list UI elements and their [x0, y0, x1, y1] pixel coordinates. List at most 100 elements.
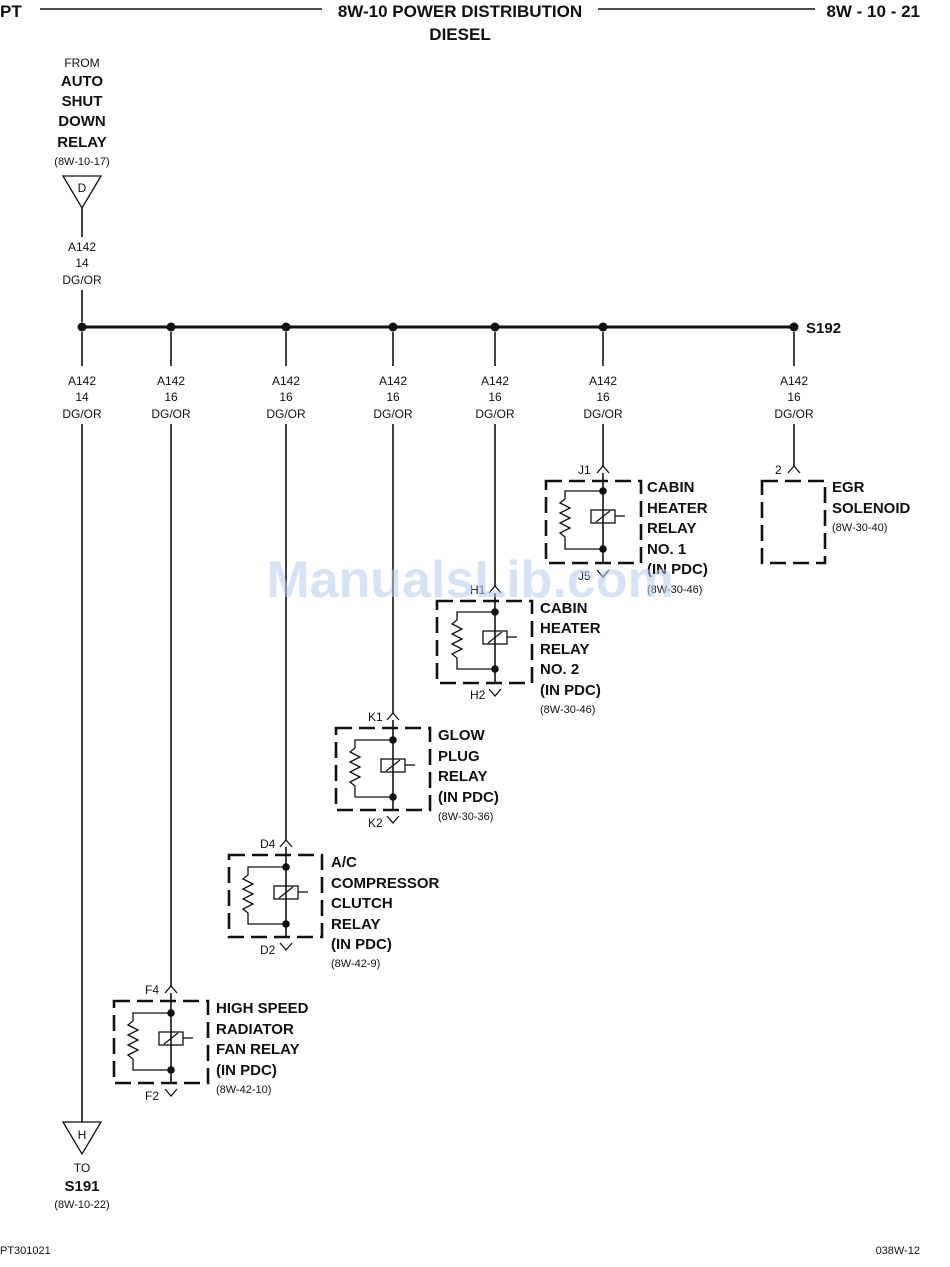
- relay-name-line: PLUG: [438, 748, 480, 765]
- connector-arrow: [279, 942, 293, 951]
- destination-name: S191: [64, 1178, 99, 1195]
- branch-color: DG/OR: [62, 407, 102, 421]
- branch-circuit: A142: [481, 374, 509, 388]
- branch-circuit: A142: [780, 374, 808, 388]
- connector-d-symbol: [61, 175, 103, 210]
- relay-pin-out: K2: [368, 816, 383, 830]
- connector-h-label: H: [78, 1128, 87, 1142]
- relay-name-line: (IN PDC): [438, 789, 499, 806]
- resistor-icon: [126, 1012, 171, 1071]
- branch-color: DG/OR: [774, 407, 814, 421]
- relay-ref: (8W-30-36): [438, 811, 493, 823]
- connector-arrow: [279, 839, 293, 848]
- page-title: 8W-10 POWER DISTRIBUTION: [338, 2, 582, 21]
- branch-gauge: 14: [75, 390, 89, 404]
- connector-arrow: [164, 985, 178, 994]
- destination-block: H TO S191 (8W-10-22): [54, 1121, 110, 1211]
- relay-pin-out: J5: [578, 569, 591, 583]
- splice-dot: [77, 322, 87, 332]
- connector-arrow: [488, 688, 502, 697]
- egr-pin: 2: [775, 463, 782, 477]
- relay-name-line: (IN PDC): [216, 1062, 277, 1079]
- relay-name-line: FAN RELAY: [216, 1041, 300, 1058]
- branch-gauge: 16: [596, 390, 610, 404]
- relay-pin-out: H2: [470, 688, 486, 702]
- relay-name-line: RELAY: [438, 768, 487, 785]
- footer-left: PT301021: [0, 1245, 51, 1257]
- header: PT 8W-10 POWER DISTRIBUTION DIESEL 8W - …: [0, 2, 920, 44]
- source-name-line: RELAY: [57, 134, 106, 151]
- splice-dot: [789, 322, 799, 332]
- relay-pin-in: K1: [368, 710, 383, 724]
- relay-box: [544, 479, 643, 565]
- splice-dot: [166, 322, 176, 332]
- source-name-line: DOWN: [58, 113, 106, 130]
- egr-solenoid: 2 EGR SOLENOID (8W-30-40): [760, 463, 911, 565]
- page-subtitle: DIESEL: [429, 25, 490, 44]
- branch-gauge: 16: [488, 390, 502, 404]
- relay-name-line: GLOW: [438, 727, 485, 744]
- branch-color: DG/OR: [373, 407, 413, 421]
- relay-ac-compressor-clutch: D4 D2 A/C COMPRESSOR CLUTCH RELAY (IN PD…: [227, 837, 440, 970]
- connector-arrow: [596, 569, 610, 578]
- connector-arrow: [386, 815, 400, 824]
- relay-ref: (8W-42-10): [216, 1084, 271, 1096]
- destination-ref: (8W-10-22): [54, 1199, 109, 1211]
- relay-name-line: RADIATOR: [216, 1021, 294, 1038]
- source-name-line: AUTO: [61, 73, 104, 90]
- relay-name-line: HEATER: [647, 500, 708, 517]
- footer-right: 038W-12: [876, 1245, 920, 1257]
- watermark: ManualsLib.com: [266, 551, 673, 609]
- connector-h-symbol: [61, 1121, 103, 1156]
- resistor-icon: [450, 611, 495, 670]
- egr-ref: (8W-30-40): [832, 522, 887, 534]
- relay-name-line: NO. 1: [647, 541, 686, 558]
- splice-dot: [490, 322, 500, 332]
- relay-name-line: (IN PDC): [540, 682, 601, 699]
- relay-name-line: CLUTCH: [331, 895, 393, 912]
- egr-name-line: EGR: [832, 479, 865, 496]
- relay-cabin-heater-2: H1 H2 CABIN HEATER RELAY NO. 2 (IN PDC) …: [435, 583, 601, 716]
- header-left: PT: [0, 2, 22, 21]
- wire-color: DG/OR: [62, 273, 102, 287]
- branch-gauge: 16: [787, 390, 801, 404]
- egr-name-line: SOLENOID: [832, 500, 911, 517]
- resistor-icon: [348, 739, 393, 798]
- branch-circuit: A142: [68, 374, 96, 388]
- connector-arrow: [787, 465, 801, 474]
- relay-name-line: RELAY: [647, 520, 696, 537]
- relay-cabin-heater-1: J1 J5 CABIN HEATER RELAY NO. 1 (IN PDC) …: [544, 463, 708, 596]
- resistor-icon: [558, 490, 603, 550]
- branch-color: DG/OR: [583, 407, 623, 421]
- splice-bus: S192: [77, 320, 841, 337]
- connector-arrow: [596, 465, 610, 474]
- splice-dot: [281, 322, 291, 332]
- relay-pin-in: H1: [470, 583, 486, 597]
- relay-name-line: A/C: [331, 854, 357, 871]
- feed-wires: [81, 424, 795, 1122]
- splice-dot: [598, 322, 608, 332]
- relay-pin-out: D2: [260, 943, 276, 957]
- branch-color: DG/OR: [475, 407, 515, 421]
- relay-box: [435, 599, 534, 685]
- relay-box: [227, 853, 324, 939]
- page-number: 8W - 10 - 21: [826, 2, 920, 21]
- source-from-label: FROM: [64, 56, 99, 70]
- branch-gauge: 16: [164, 390, 178, 404]
- relay-pin-in: F4: [145, 983, 159, 997]
- splice-dot: [388, 322, 398, 332]
- relay-pin-out: F2: [145, 1089, 159, 1103]
- branch-color: DG/OR: [266, 407, 306, 421]
- relay-name-line: COMPRESSOR: [331, 875, 440, 892]
- relay-pin-in: J1: [578, 463, 591, 477]
- destination-to-label: TO: [74, 1161, 90, 1175]
- branch-gauge: 16: [279, 390, 293, 404]
- relay-ref: (8W-30-46): [540, 704, 595, 716]
- relay-high-speed-radiator-fan: F4 F2 HIGH SPEED RADIATOR FAN RELAY (IN …: [112, 983, 309, 1103]
- relay-ref: (8W-42-9): [331, 958, 380, 970]
- relay-name-line: CABIN: [540, 600, 588, 617]
- branch-circuit: A142: [272, 374, 300, 388]
- source-name-line: SHUT: [62, 93, 103, 110]
- relay-name-line: HEATER: [540, 620, 601, 637]
- connector-arrow: [164, 1088, 178, 1097]
